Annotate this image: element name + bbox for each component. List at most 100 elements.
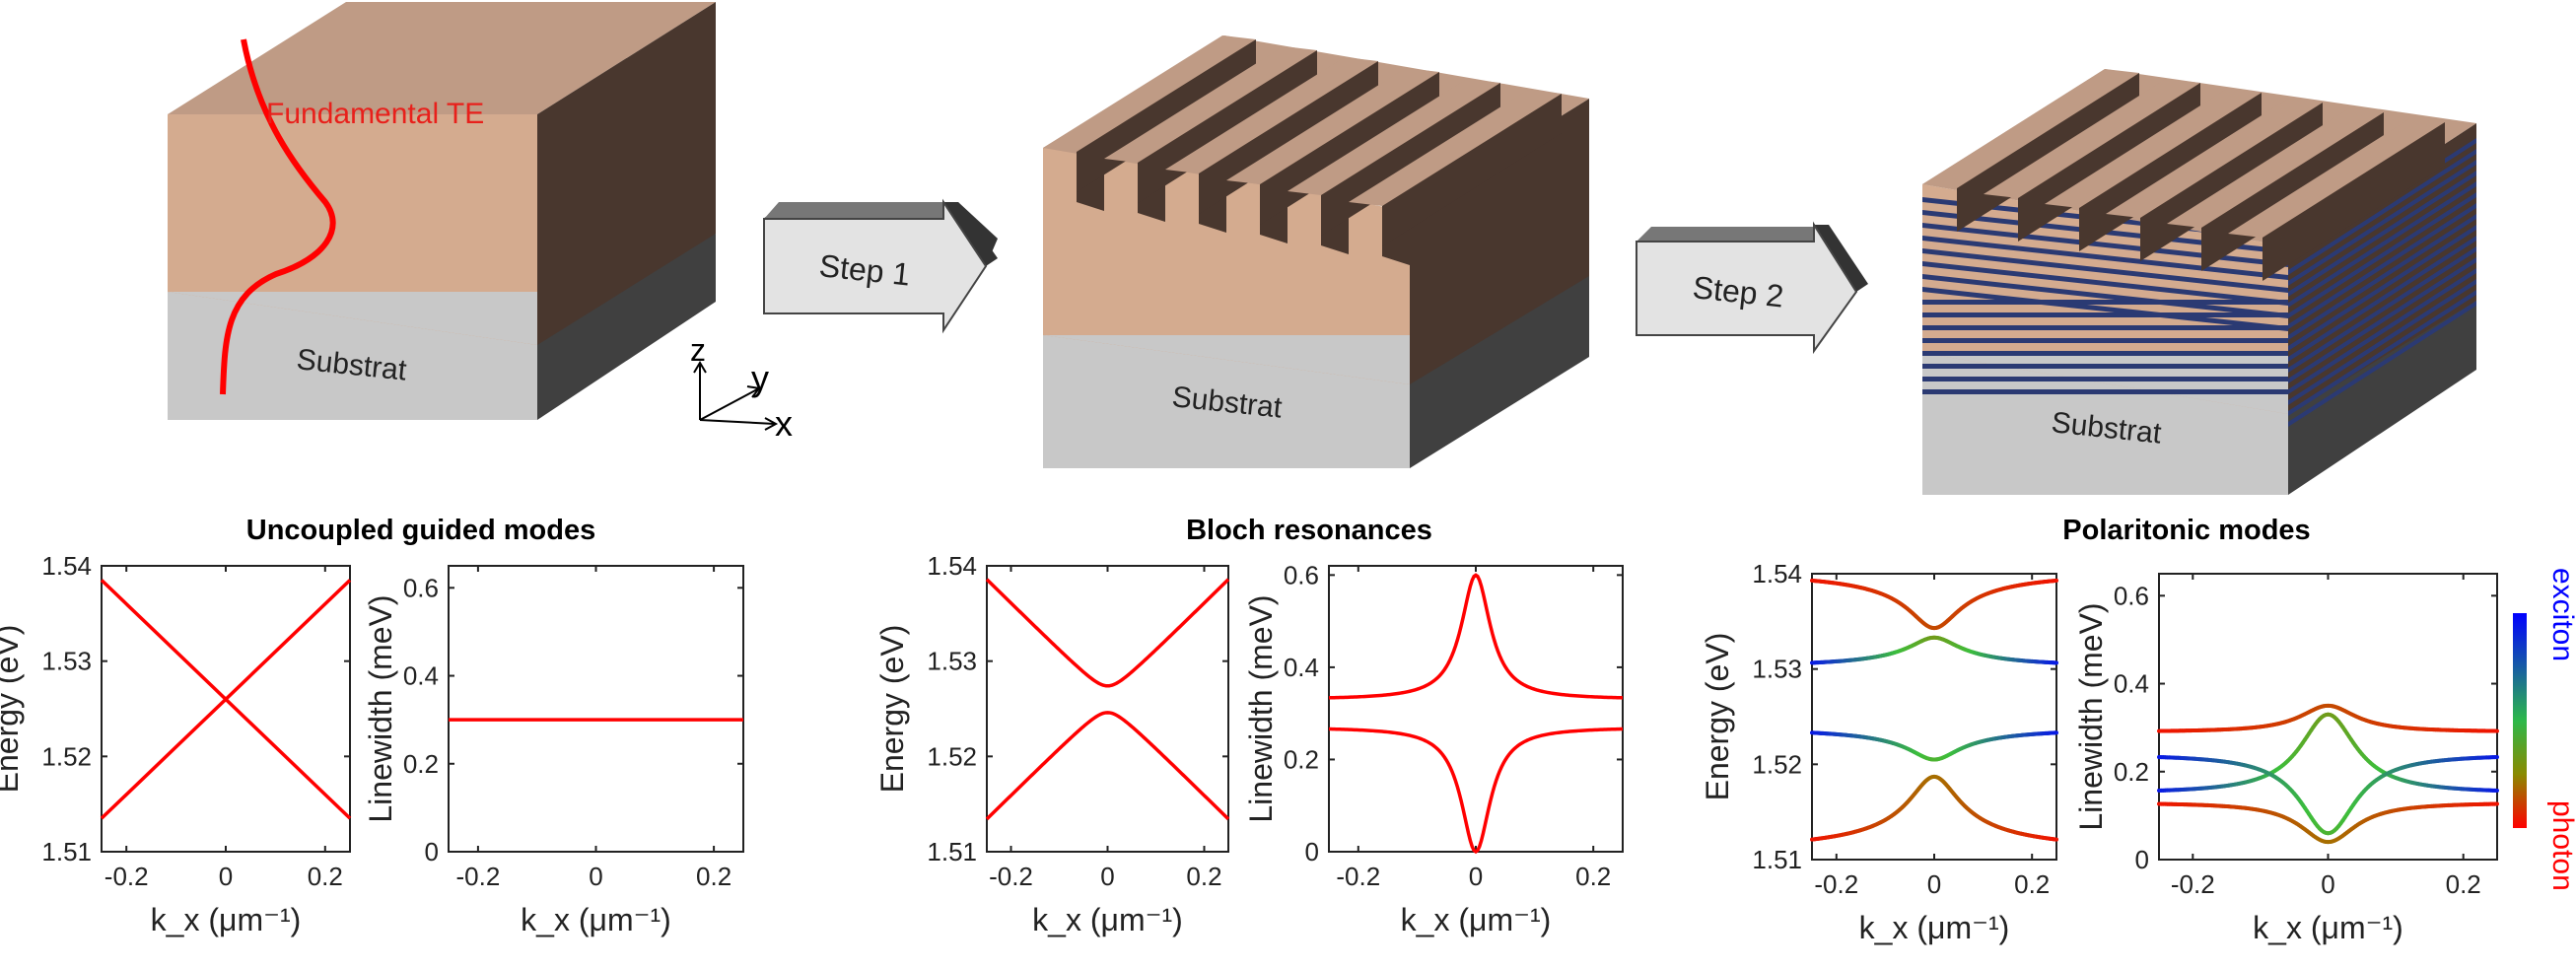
colorbar: exciton photon bbox=[2513, 568, 2576, 891]
y-tick-label: 0.4 bbox=[403, 661, 439, 691]
y-tick-label: 1.54 bbox=[1752, 559, 1802, 589]
slab-side bbox=[537, 2, 716, 345]
ridge-side bbox=[1382, 94, 1562, 246]
y-tick-label: 0.6 bbox=[403, 573, 439, 602]
axis-z-label: z bbox=[690, 332, 706, 368]
y-tick-label: 0 bbox=[1305, 837, 1319, 866]
qw-stripe-front bbox=[1922, 338, 2288, 343]
qw-stripe-front bbox=[1922, 389, 2288, 394]
x-tick-label: 0.2 bbox=[2014, 869, 2050, 899]
y-tick-label: 0 bbox=[2135, 845, 2149, 874]
qw-stripe-front bbox=[1922, 325, 2288, 330]
ridge-side-3 bbox=[2263, 122, 2445, 281]
x-tick-label: -0.2 bbox=[2171, 869, 2215, 899]
qw-stripe-side bbox=[2288, 301, 2476, 427]
qw-stripe-side bbox=[2288, 246, 2476, 373]
y-tick-label: 1.51 bbox=[927, 837, 977, 866]
planar-slab: Fundamental TE Substrat bbox=[168, 2, 716, 420]
ridge-top bbox=[1165, 57, 1378, 173]
slab-front-fill bbox=[168, 114, 537, 345]
title-bloch: Bloch resonances bbox=[1186, 515, 1432, 546]
qw-stripe-side bbox=[2288, 257, 2476, 383]
x-axis-label: k_x (μm⁻¹) bbox=[151, 902, 302, 937]
x-tick-label: 0 bbox=[2321, 869, 2334, 899]
qw-stripe-side bbox=[2288, 192, 2476, 318]
y-axis-label: Linewidth (meV) bbox=[2073, 602, 2109, 830]
charts-layer: -0.2 0 0.2 1.51 1.52 1.53 1.54 k_x (μm⁻¹) Energy… bbox=[0, 551, 2499, 945]
y-axis-label: Energy (eV) bbox=[0, 625, 25, 794]
grating-ridges-polaritonic bbox=[1922, 69, 2476, 281]
qw-stripe-side bbox=[2288, 214, 2476, 340]
y-tick-label: 0.6 bbox=[2114, 581, 2149, 610]
qw-stripe-front bbox=[1922, 312, 2288, 317]
qw-stripe-side bbox=[2288, 279, 2476, 405]
axis-x-label: x bbox=[775, 403, 793, 444]
ridge-top-3 bbox=[1922, 69, 2139, 188]
y-tick-label: 0.4 bbox=[2114, 669, 2149, 699]
x-tick-label: -0.2 bbox=[104, 862, 149, 891]
x-tick-label: 0.2 bbox=[696, 862, 731, 891]
ridge-top bbox=[1349, 90, 1562, 206]
y-tick-label: 1.54 bbox=[41, 551, 92, 581]
qw-stripe-side bbox=[2288, 225, 2476, 351]
ridge-top bbox=[1043, 35, 1256, 152]
x-tick-label: -0.2 bbox=[455, 862, 500, 891]
y-tick-label: 1.52 bbox=[1752, 749, 1802, 779]
qw-stripe-side bbox=[2288, 290, 2476, 416]
y-axis-label: Energy (eV) bbox=[1700, 633, 1735, 801]
grating-slab: Substrat bbox=[1043, 35, 1589, 468]
qw-stripe-front bbox=[1922, 248, 2288, 293]
series-dark-mode bbox=[1328, 727, 1624, 855]
chart-uncoupled-energy: -0.2 0 0.2 1.51 1.52 1.53 1.54 k_x (μm⁻¹) Energy… bbox=[0, 551, 352, 937]
x-tick-label: -0.2 bbox=[989, 862, 1033, 891]
y-tick-label: 0.2 bbox=[2114, 757, 2149, 787]
y-tick-label: 0.4 bbox=[1284, 653, 1319, 682]
series-lower-branch bbox=[985, 711, 1230, 821]
y-tick-label: 0.6 bbox=[1284, 560, 1319, 589]
grating-ridges bbox=[1043, 35, 1589, 265]
plot-frame bbox=[2158, 573, 2498, 861]
qw-stripe-side bbox=[2288, 149, 2476, 275]
series-upper-branch bbox=[985, 578, 1230, 688]
qw-stripe-front bbox=[1922, 364, 2288, 369]
polaritonic-grating-slab: Substrat bbox=[1922, 69, 2476, 495]
series-uncoupled-lower bbox=[100, 579, 352, 820]
y-tick-label: 1.52 bbox=[41, 741, 92, 771]
step2-arrow: Step 2 bbox=[1636, 221, 1868, 355]
y-tick-label: 1.51 bbox=[1752, 845, 1802, 874]
qw-stripe-front bbox=[1922, 351, 2288, 356]
title-polaritonic: Polaritonic modes bbox=[2062, 515, 2310, 546]
qw-stripe-side bbox=[2288, 203, 2476, 329]
y-tick-label: 1.53 bbox=[41, 647, 92, 676]
y-tick-label: 1.51 bbox=[41, 837, 92, 866]
y-tick-label: 1.53 bbox=[1752, 655, 1802, 684]
x-tick-label: 0.2 bbox=[308, 862, 343, 891]
ridge-top-3 bbox=[2228, 118, 2445, 238]
plot-frame bbox=[1328, 565, 1624, 853]
ridge-top-3 bbox=[2045, 89, 2262, 208]
x-axis-label: k_x (μm⁻¹) bbox=[1032, 902, 1183, 937]
colorbar-gradient bbox=[2513, 613, 2527, 828]
x-tick-label: 0 bbox=[219, 862, 233, 891]
y-tick-label: 1.53 bbox=[927, 647, 977, 676]
ridge-top-3 bbox=[2167, 108, 2384, 228]
step1-arrow: Step 1 bbox=[763, 198, 998, 334]
y-axis-label: Linewidth (meV) bbox=[1243, 594, 1279, 822]
qw-stripe-front bbox=[1922, 300, 2288, 305]
qw-stripe-side bbox=[2288, 181, 2476, 308]
x-tick-label: 0 bbox=[1100, 862, 1114, 891]
ridge-top bbox=[1226, 68, 1439, 184]
ridge-top-3 bbox=[1984, 79, 2200, 198]
qw-stripe-side bbox=[2288, 268, 2476, 394]
y-axis-label: Energy (eV) bbox=[874, 625, 910, 794]
slab-top bbox=[168, 2, 716, 114]
x-tick-label: 0 bbox=[1469, 862, 1483, 891]
axis-triad bbox=[693, 361, 779, 431]
x-tick-label: 0.2 bbox=[2446, 869, 2481, 899]
x-tick-label: 0 bbox=[1927, 869, 1941, 899]
plot-frame bbox=[1811, 573, 2057, 861]
series-bright-mode bbox=[1328, 573, 1624, 700]
